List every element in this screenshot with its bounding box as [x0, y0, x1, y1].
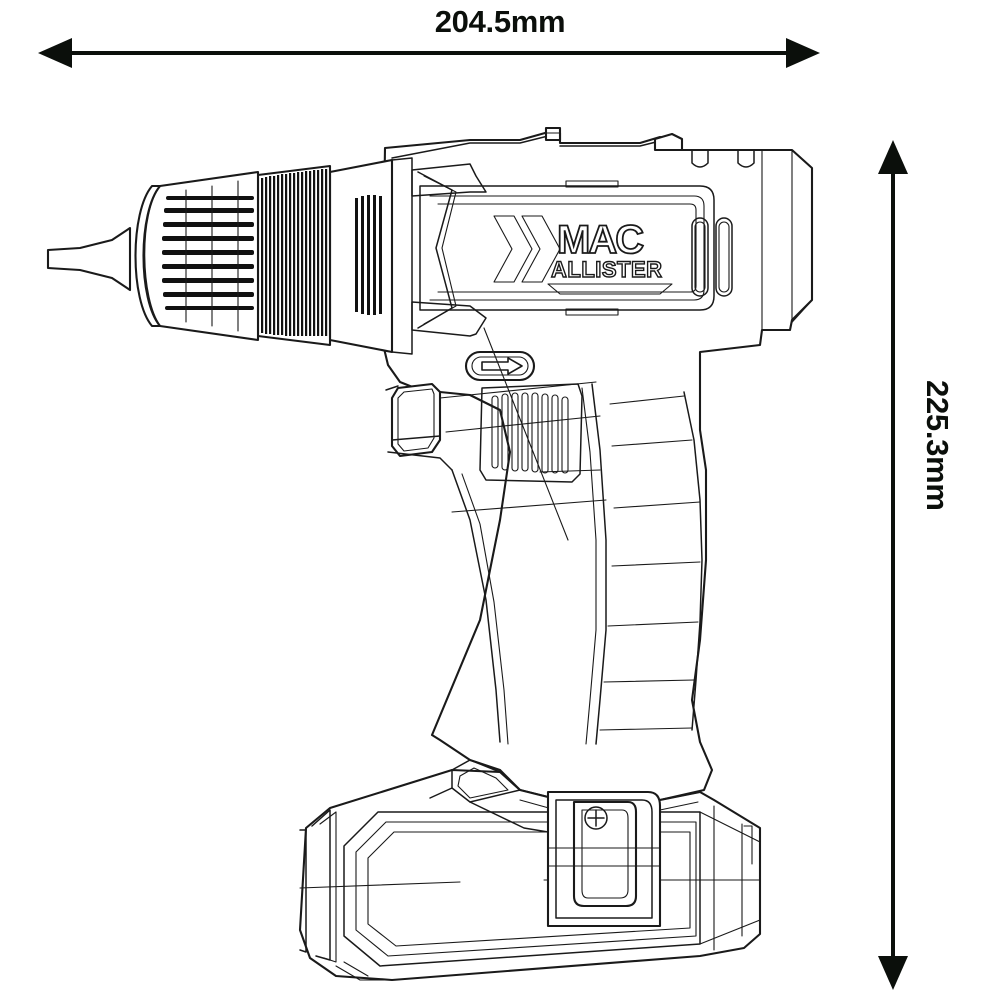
width-dimension-label: 204.5mm	[434, 4, 566, 39]
brand-text-allister: ALLISTER	[551, 257, 663, 282]
height-dimension-label: 225.3mm	[920, 380, 955, 511]
arrow-right-icon	[481, 357, 523, 375]
construction-lines	[439, 327, 607, 541]
direction-switch[interactable]	[464, 350, 536, 382]
drill-illustration: MAC ALLISTER	[46, 126, 814, 982]
belt-clip	[546, 790, 662, 928]
logo-chevrons	[493, 215, 561, 283]
top-latch	[653, 132, 684, 152]
chuck-nose	[134, 184, 162, 328]
handle-rear-edge	[591, 383, 607, 745]
rear-vents	[691, 217, 733, 297]
battery-pack	[298, 768, 762, 982]
grip-finger-grooves	[599, 395, 701, 731]
trigger	[390, 382, 442, 458]
brand-text-mac: MAC	[557, 218, 643, 262]
chuck-collar-ribs-vertical	[185, 180, 239, 332]
handle-front-edge	[451, 469, 501, 743]
torque-ring-knurl	[261, 169, 328, 336]
rear-notch-1	[691, 149, 709, 168]
front-scoop-top	[411, 163, 487, 197]
brand-wordmark: MAC ALLISTER	[547, 217, 673, 295]
badge-recess	[419, 185, 715, 311]
gearbox-vents	[355, 195, 382, 315]
top-post	[544, 126, 562, 142]
grip-vents	[491, 392, 569, 474]
chuck-tip	[46, 226, 132, 292]
front-scoop-bottom	[411, 301, 487, 337]
phillips-screw-icon	[584, 806, 608, 830]
height-dimension-line	[878, 140, 908, 990]
rear-bevel	[791, 149, 813, 323]
width-dimension-line	[38, 38, 820, 68]
rear-notch-2	[737, 149, 755, 168]
